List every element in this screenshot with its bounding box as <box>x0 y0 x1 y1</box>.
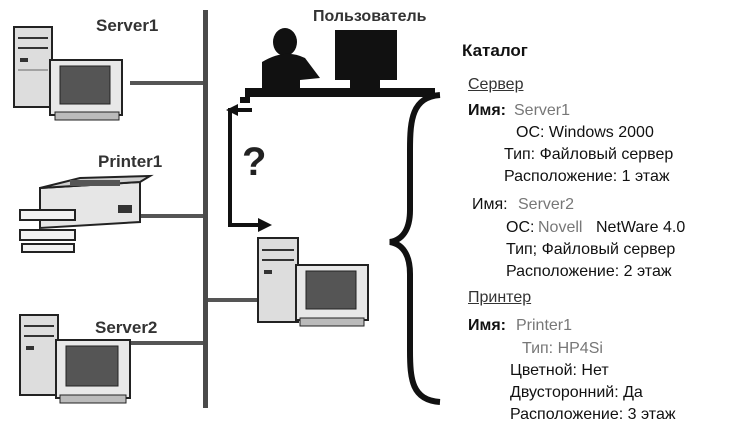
entry2-os-product: NetWare 4.0 <box>596 219 685 237</box>
server1-computer-icon <box>14 27 122 120</box>
link-server2 <box>130 341 203 345</box>
network-bus <box>203 10 208 408</box>
entry1-name-label: Имя: <box>468 102 506 120</box>
entry1-name-value: Server1 <box>514 102 570 120</box>
entry2-os-prefix: ОС: <box>506 219 534 237</box>
printer-type: Тип: HP4Si <box>522 340 603 358</box>
entry1-os: ОС: Windows 2000 <box>516 124 654 142</box>
entry2-name-label: Имя: <box>472 196 508 214</box>
entry2-location: Расположение: 2 этаж <box>506 263 672 281</box>
printer1-icon <box>20 176 150 252</box>
entry1-type: Тип: Файловый сервер <box>504 146 673 164</box>
printer-name-value: Printer1 <box>516 317 572 335</box>
printer-location: Расположение: 3 этаж <box>510 406 676 424</box>
server1-label: Server1 <box>96 16 158 36</box>
link-server1 <box>130 81 203 85</box>
user-label: Пользователь <box>313 8 426 26</box>
printer-section-heading: Принтер <box>468 289 531 307</box>
entry2-os-vendor: Novell <box>538 219 582 237</box>
catalog-title: Каталог <box>462 42 528 60</box>
catalog-panel: Каталог Сервер Имя: Server1 ОС: Windows … <box>456 36 729 430</box>
user-silhouette-icon <box>240 28 435 103</box>
catalog-brace <box>390 95 440 402</box>
printer-color: Цветной: Нет <box>510 362 609 380</box>
catalog-server-computer-icon <box>258 238 368 326</box>
printer-duplex: Двусторонний: Да <box>510 384 643 402</box>
entry1-location: Расположение: 1 этаж <box>504 168 670 186</box>
entry2-name-value: Server2 <box>518 196 574 214</box>
entry2-type: Тип; Файловый сервер <box>506 241 675 259</box>
printer-name-label: Имя: <box>468 317 506 335</box>
question-mark: ? <box>242 140 266 185</box>
server-section-heading: Сервер <box>468 76 523 94</box>
printer1-label: Printer1 <box>98 152 162 172</box>
link-catalog-server <box>208 298 260 302</box>
link-printer1 <box>140 214 203 218</box>
server2-label: Server2 <box>95 318 157 338</box>
